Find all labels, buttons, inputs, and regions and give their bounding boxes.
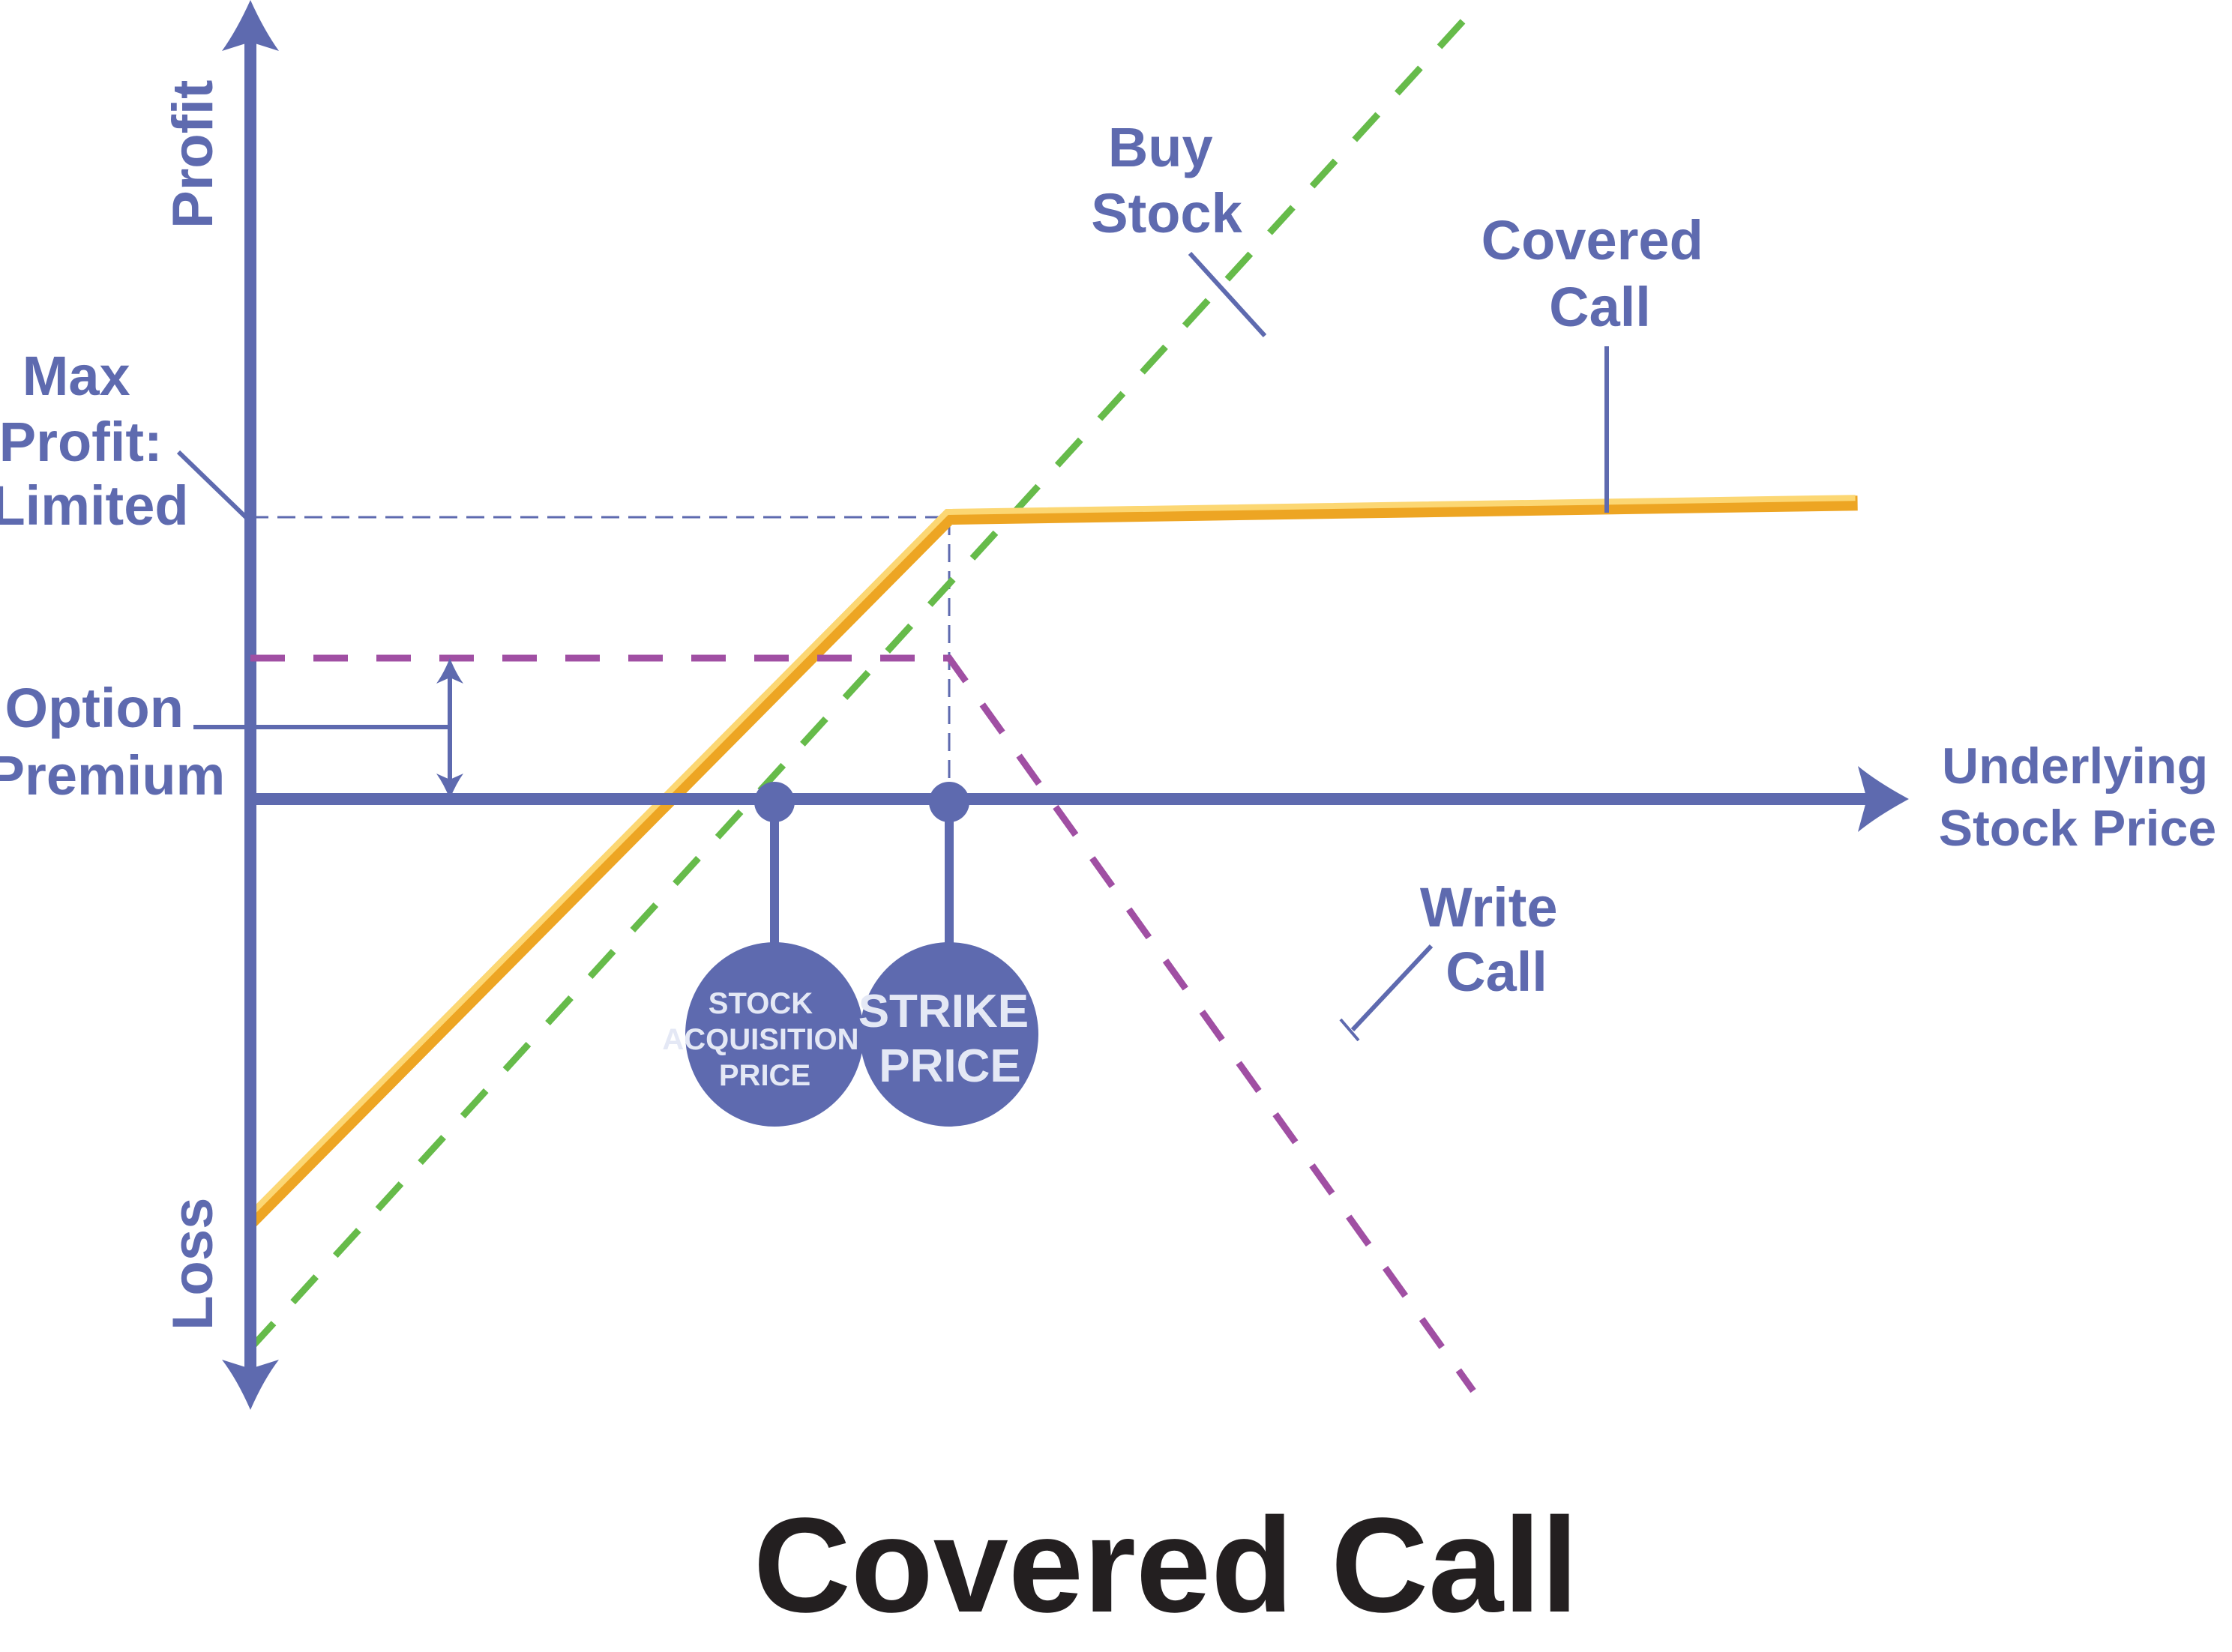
max-profit-line-2: Profit:	[0, 411, 163, 473]
write-call-line-1: Write	[1420, 876, 1558, 938]
chart-title: Covered Call	[753, 1490, 1578, 1641]
strike-text-1: STRIKE	[858, 986, 1029, 1037]
y-axis-label-loss: Loss	[161, 1198, 225, 1330]
covered-call-line-1: Covered	[1482, 209, 1703, 271]
write-call-line-2: Call	[1446, 941, 1547, 1003]
strike-bubble-text: STRIKE PRICE	[858, 986, 1042, 1092]
strike-text-2: PRICE	[879, 1040, 1020, 1092]
option-premium-label: Option Premium	[0, 677, 225, 807]
stock-acquisition-text-1: STOCK	[709, 987, 813, 1020]
y-axis-label-profit: Profit	[161, 80, 225, 229]
option-premium-line-1: Option	[5, 677, 184, 739]
x-axis-arrow-icon	[1858, 766, 1909, 832]
covered-call-line	[244, 495, 1858, 1228]
x-axis-label: Underlying Stock Price	[1939, 738, 2222, 857]
y-axis-up-arrow-icon	[222, 0, 279, 51]
max-profit-line-3: Limited	[0, 474, 189, 537]
buy-stock-line-1: Buy	[1108, 116, 1213, 178]
max-profit-label: Max Profit: Limited	[0, 345, 189, 537]
covered-call-label: Covered Call	[1482, 209, 1719, 338]
stock-acquisition-bubble-text: STOCK ACQUISITION PRICE	[662, 987, 867, 1092]
buy-stock-label: Buy Stock	[1091, 116, 1242, 244]
strike-bubble	[860, 942, 1038, 1127]
x-axis-label-line-2: Stock Price	[1939, 800, 2216, 857]
stock-acquisition-text-3: PRICE	[719, 1059, 810, 1092]
buy-stock-line-2: Stock	[1091, 182, 1242, 244]
max-profit-line-1: Max	[22, 345, 130, 407]
stock-acquisition-bubble	[685, 942, 864, 1127]
covered-call-highlight	[246, 495, 1856, 1219]
write-call-label: Write Call	[1420, 876, 1573, 1003]
buy-stock-leader	[1188, 251, 1267, 338]
covered-call-line-2: Call	[1549, 276, 1651, 338]
premium-up-arrow-icon	[436, 658, 463, 684]
strike-dot	[929, 782, 969, 822]
write-call-leader-tick	[1339, 1018, 1360, 1042]
write-call-leader	[1350, 944, 1434, 1032]
premium-down-arrow-icon	[436, 774, 463, 799]
x-axis-label-line-1: Underlying	[1942, 738, 2208, 795]
stock-acquisition-text-2: ACQUISITION	[662, 1023, 858, 1056]
stock-acquisition-dot	[754, 782, 795, 822]
buy-stock-line	[247, 7, 1476, 1351]
y-axis-down-arrow-icon	[222, 1360, 279, 1410]
option-premium-line-2: Premium	[0, 744, 225, 807]
max-profit-leader	[176, 450, 250, 521]
